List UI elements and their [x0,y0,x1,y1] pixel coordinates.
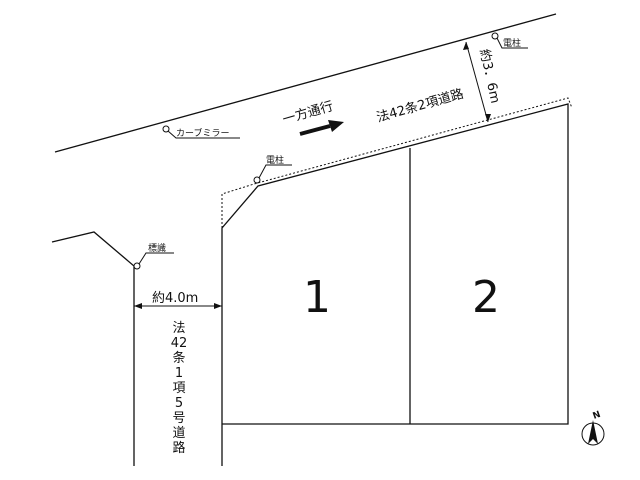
road-left-char: 路 [172,440,185,456]
width-top-label: 約3．6m [476,48,502,105]
sign-leader [138,252,174,265]
road-left-char: 42 [171,336,188,351]
dimension-line-top [465,41,489,123]
lot-2-number: 2 [472,272,500,323]
road-top-label: 法42条2項道路 [375,86,466,126]
width-left-label: 約4.0m [152,291,198,306]
lot-1-number: 1 [303,272,331,323]
one-way-label: 一方通行 [281,98,335,128]
dimension-arrow-top-b [485,114,491,122]
road-left-edge [51,231,135,466]
pole-top-marker [491,32,499,40]
north-arrow-icon: N [581,410,605,446]
pole-top-label: 電柱 [503,37,521,49]
road-top-upper-edge [54,13,557,153]
pole-mid-label: 電柱 [266,154,284,166]
dimension-arrow-left-b [214,303,222,309]
one-way-arrow-head [328,120,344,132]
curve-mirror-marker [162,125,170,133]
road-left-char: 法 [172,321,185,336]
curve-mirror-leader [167,130,240,139]
road-left-char: 1 [175,366,183,381]
road-left-char: 条 [172,350,185,366]
pole-mid-leader [258,164,292,179]
road-left-char: 項 [172,381,185,396]
road-left-char: 号 [172,411,185,426]
curve-mirror-label: カーブミラー [176,127,229,139]
road-left-char: 道 [172,426,185,441]
dimension-arrow-top-a [463,42,469,50]
pole-mid-marker [253,176,261,184]
road-left-char: 5 [175,396,183,411]
dimension-arrow-left-a [134,303,142,309]
setback-line [221,97,573,228]
lot-outline [221,103,569,466]
pole-top-leader [496,37,528,49]
one-way-arrow-shaft [299,124,331,136]
north-label: N [592,410,603,422]
sign-marker [133,262,141,270]
sign-label: 標識 [148,242,166,254]
